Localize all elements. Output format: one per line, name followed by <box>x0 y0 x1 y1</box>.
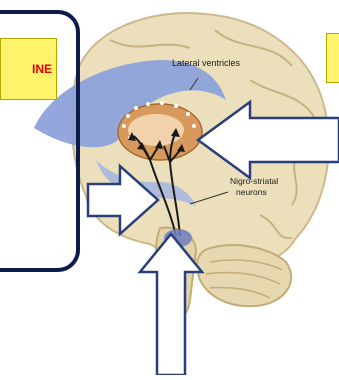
note-left: INE <box>0 38 57 100</box>
label-nigro-striatal: Nigro-striatal <box>230 176 278 186</box>
label-neurons: neurons <box>236 187 267 197</box>
label-lateral-ventricles: Lateral ventricles <box>172 58 240 68</box>
note-left-text: INE <box>32 62 52 76</box>
note-right <box>326 33 339 83</box>
